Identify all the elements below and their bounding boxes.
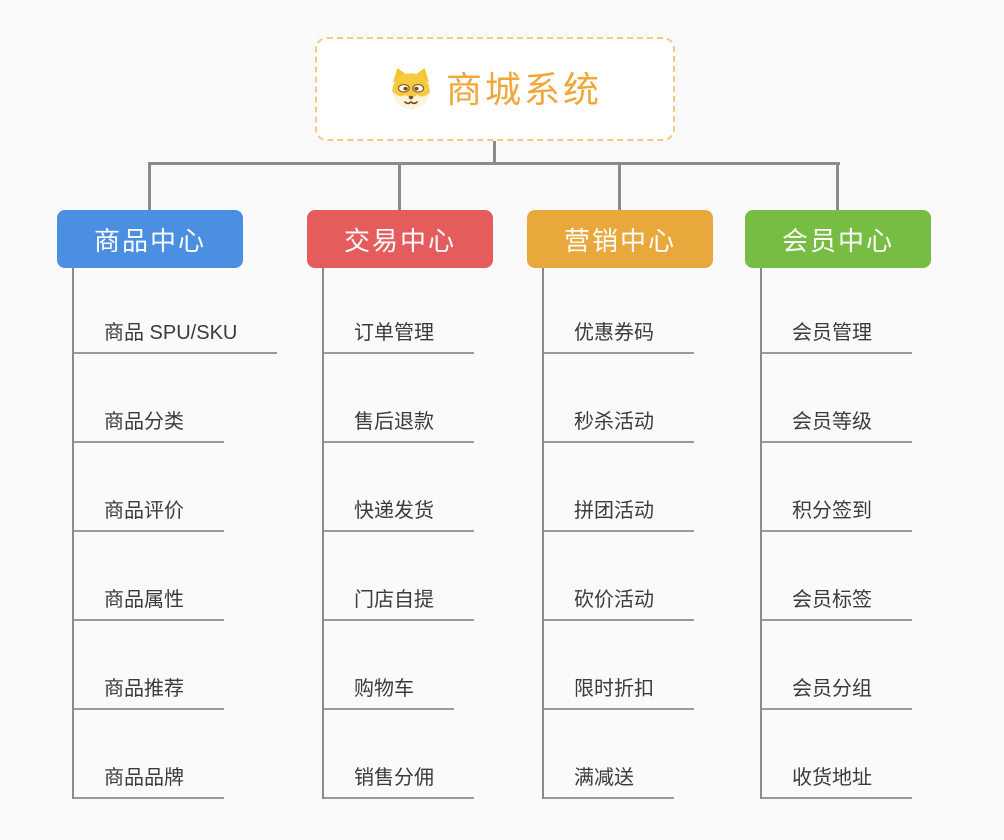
branch-children-line bbox=[760, 268, 762, 799]
leaf-node: 会员分组 bbox=[760, 621, 995, 710]
leaf-label[interactable]: 会员管理 bbox=[760, 321, 912, 354]
branch-children-line bbox=[322, 268, 324, 799]
root-title: 商城系统 bbox=[445, 69, 602, 110]
leaf-label[interactable]: 销售分佣 bbox=[322, 766, 474, 799]
leaf-node: 秒杀活动 bbox=[542, 354, 777, 443]
connector-branch-vertical-3 bbox=[618, 163, 621, 210]
leaf-node: 优惠券码 bbox=[542, 268, 777, 354]
leaf-node: 商品品牌 bbox=[72, 710, 307, 799]
connector-branch-vertical-1 bbox=[148, 163, 151, 210]
leaf-node: 商品推荐 bbox=[72, 621, 307, 710]
branch-children: 会员管理 会员等级 积分签到 会员标签 会员分组 收货地址 bbox=[760, 268, 995, 799]
leaf-label[interactable]: 商品分类 bbox=[72, 410, 224, 443]
leaf-node: 拼团活动 bbox=[542, 443, 777, 532]
branch-column-member: 会员中心 会员管理 会员等级 积分签到 会员标签 会员分组 收货地址 bbox=[745, 210, 995, 799]
branch-children: 订单管理 售后退款 快递发货 门店自提 购物车 销售分佣 bbox=[322, 268, 557, 799]
branch-children: 优惠券码 秒杀活动 拼团活动 砍价活动 限时折扣 满减送 bbox=[542, 268, 777, 799]
leaf-label[interactable]: 砍价活动 bbox=[542, 588, 694, 621]
leaf-node: 会员管理 bbox=[760, 268, 995, 354]
branch-node-marketing-center[interactable]: 营销中心 bbox=[527, 210, 713, 268]
leaf-label[interactable]: 商品属性 bbox=[72, 588, 224, 621]
leaf-node: 售后退款 bbox=[322, 354, 557, 443]
leaf-node: 商品分类 bbox=[72, 354, 307, 443]
branch-column-goods: 商品中心 商品 SPU/SKU 商品分类 商品评价 商品属性 商品推荐 商品品牌 bbox=[57, 210, 307, 799]
connector-horizontal bbox=[148, 162, 840, 165]
branch-children-line bbox=[72, 268, 74, 799]
leaf-node: 满减送 bbox=[542, 710, 777, 799]
leaf-label[interactable]: 快递发货 bbox=[322, 499, 474, 532]
leaf-label[interactable]: 门店自提 bbox=[322, 588, 474, 621]
leaf-label[interactable]: 限时折扣 bbox=[542, 677, 694, 710]
branch-node-trade-center[interactable]: 交易中心 bbox=[307, 210, 493, 268]
leaf-node: 收货地址 bbox=[760, 710, 995, 799]
leaf-node: 限时折扣 bbox=[542, 621, 777, 710]
branch-column-marketing: 营销中心 优惠券码 秒杀活动 拼团活动 砍价活动 限时折扣 满减送 bbox=[527, 210, 777, 799]
leaf-label[interactable]: 商品推荐 bbox=[72, 677, 224, 710]
leaf-label[interactable]: 优惠券码 bbox=[542, 321, 694, 354]
leaf-label[interactable]: 秒杀活动 bbox=[542, 410, 694, 443]
leaf-label[interactable]: 积分签到 bbox=[760, 499, 912, 532]
connector-branch-vertical-4 bbox=[836, 163, 839, 210]
leaf-label[interactable]: 售后退款 bbox=[322, 410, 474, 443]
leaf-label[interactable]: 拼团活动 bbox=[542, 499, 694, 532]
leaf-node: 销售分佣 bbox=[322, 710, 557, 799]
leaf-label[interactable]: 会员分组 bbox=[760, 677, 912, 710]
leaf-node: 快递发货 bbox=[322, 443, 557, 532]
leaf-node: 商品 SPU/SKU bbox=[72, 268, 307, 354]
branch-column-trade: 交易中心 订单管理 售后退款 快递发货 门店自提 购物车 销售分佣 bbox=[307, 210, 557, 799]
leaf-label[interactable]: 商品 SPU/SKU bbox=[72, 321, 278, 354]
leaf-node: 购物车 bbox=[322, 621, 557, 710]
branch-node-goods-center[interactable]: 商品中心 bbox=[57, 210, 243, 268]
shiba-dog-icon bbox=[388, 67, 434, 111]
leaf-label[interactable]: 满减送 bbox=[542, 766, 674, 799]
leaf-label[interactable]: 收货地址 bbox=[760, 766, 912, 799]
leaf-node: 订单管理 bbox=[322, 268, 557, 354]
leaf-node: 会员等级 bbox=[760, 354, 995, 443]
leaf-node: 门店自提 bbox=[322, 532, 557, 621]
leaf-label[interactable]: 订单管理 bbox=[322, 321, 474, 354]
leaf-node: 积分签到 bbox=[760, 443, 995, 532]
branch-children-line bbox=[542, 268, 544, 799]
leaf-node: 商品评价 bbox=[72, 443, 307, 532]
branch-node-member-center[interactable]: 会员中心 bbox=[745, 210, 931, 268]
leaf-label[interactable]: 购物车 bbox=[322, 677, 454, 710]
leaf-node: 商品属性 bbox=[72, 532, 307, 621]
leaf-label[interactable]: 会员等级 bbox=[760, 410, 912, 443]
leaf-node: 会员标签 bbox=[760, 532, 995, 621]
root-node[interactable]: 商城系统 bbox=[315, 37, 675, 141]
connector-root-vertical bbox=[493, 141, 496, 165]
leaf-label[interactable]: 会员标签 bbox=[760, 588, 912, 621]
connector-branch-vertical-2 bbox=[398, 163, 401, 210]
leaf-node: 砍价活动 bbox=[542, 532, 777, 621]
leaf-label[interactable]: 商品评价 bbox=[72, 499, 224, 532]
leaf-label[interactable]: 商品品牌 bbox=[72, 766, 224, 799]
branch-children: 商品 SPU/SKU 商品分类 商品评价 商品属性 商品推荐 商品品牌 bbox=[72, 268, 307, 799]
